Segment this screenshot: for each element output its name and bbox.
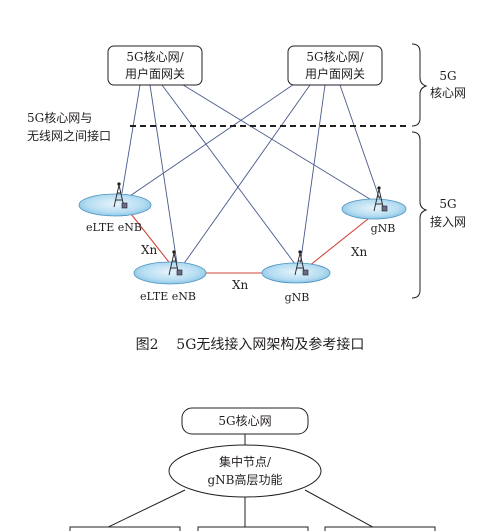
cu-du-links xyxy=(99,489,381,531)
brace-ran xyxy=(411,131,428,299)
link-core1-gnb-bm xyxy=(161,84,299,269)
du-boxes xyxy=(69,526,436,531)
xn-link-right xyxy=(303,210,379,271)
core-node-1-line1: 5G核心网/ xyxy=(126,50,184,64)
du-box-2 xyxy=(197,526,309,531)
brace-core-line2: 核心网 xyxy=(430,86,466,100)
core-ran-links xyxy=(121,79,381,273)
figure-caption: 图2 5G无线接入网架构及参考接口 xyxy=(136,336,365,353)
cu-label-line1: 集中节点/ xyxy=(219,454,272,469)
tower-icon xyxy=(294,250,309,276)
xn-label-right: Xn xyxy=(351,245,368,259)
brace-core-line1: 5G xyxy=(439,69,456,83)
brace-ran-line2: 接入网 xyxy=(430,214,466,229)
cu-label-line2: gNB高层功能 xyxy=(207,472,282,487)
interface-label-line1: 5G核心网与 xyxy=(27,111,92,125)
link-core1-gnb-r xyxy=(174,79,379,205)
tower-icon xyxy=(373,186,388,212)
core-node-1: 5G核心网/ 用户面网关 xyxy=(107,45,203,86)
station-elte-enb-bottom: eLTE eNB xyxy=(133,250,207,303)
station-label: gNB xyxy=(285,291,310,304)
fig3-core-box: 5G核心网 xyxy=(181,407,309,435)
xn-link-left xyxy=(123,204,173,267)
tower-icon xyxy=(168,250,183,276)
tower-icon xyxy=(113,182,128,209)
core-node-2-line1: 5G核心网/ xyxy=(306,50,364,64)
link-core2-gnb-r xyxy=(339,84,381,201)
link-core2-enb-bl xyxy=(177,84,311,273)
brace-ran-line1: 5G xyxy=(439,197,456,211)
core-node-2-line2: 用户面网关 xyxy=(305,66,365,81)
station-label: gNB xyxy=(371,222,396,235)
interface-label-line2: 无线网之间接口 xyxy=(27,128,111,143)
link-core2-gnb-bm xyxy=(299,84,326,267)
cu-node: 集中节点/ gNB高层功能 xyxy=(168,444,322,498)
figure-2: 5G核心网/ 用户面网关 5G核心网/ 用户面网关 5G核心网与 无线网之间接口… xyxy=(27,43,466,353)
xn-label-left: Xn xyxy=(141,243,158,257)
figure-3: 5G核心网 集中节点/ gNB高层功能 xyxy=(69,407,436,531)
xn-label-bottom: Xn xyxy=(232,278,249,292)
link-core1-enb-tl xyxy=(121,84,141,194)
station-label: eLTE eNB xyxy=(140,290,196,303)
station-gnb-bottom: gNB xyxy=(261,250,331,304)
station-label: eLTE eNB xyxy=(86,221,142,234)
station-gnb-right: gNB xyxy=(341,186,407,235)
core-node-2: 5G核心网/ 用户面网关 xyxy=(287,45,383,86)
fig3-core-label: 5G核心网 xyxy=(218,414,271,428)
core-node-1-line2: 用户面网关 xyxy=(125,66,185,81)
du-box-1 xyxy=(69,526,181,531)
du-box-3 xyxy=(324,526,436,531)
link-core1-enb-bl xyxy=(149,84,179,271)
link-core2-enb-tl xyxy=(123,79,301,201)
brace-core xyxy=(411,43,428,127)
station-elte-enb-top: eLTE eNB xyxy=(78,182,152,234)
